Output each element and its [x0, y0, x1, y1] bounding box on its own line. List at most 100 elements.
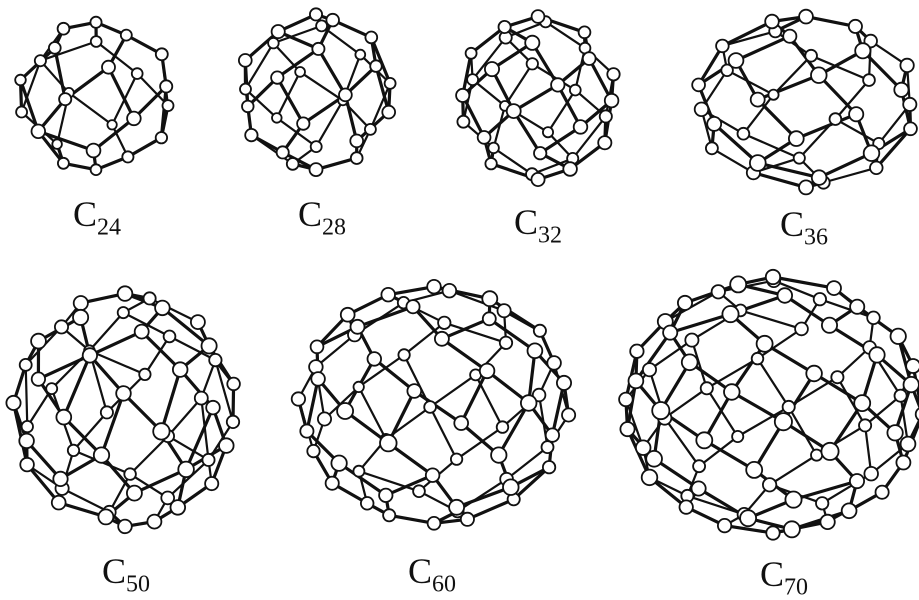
element-symbol: C — [780, 204, 804, 244]
carbon-atom — [160, 80, 172, 92]
carbon-atom — [859, 419, 871, 431]
carbon-atom — [630, 345, 643, 358]
carbon-atom — [147, 515, 161, 529]
carbon-atom — [318, 412, 331, 425]
carbon-atom — [427, 280, 441, 294]
carbon-atom — [19, 434, 34, 449]
atom-count: 70 — [784, 574, 808, 600]
carbon-atom — [906, 359, 919, 373]
carbon-atom — [607, 68, 619, 80]
carbon-atom — [751, 93, 765, 107]
carbon-atom — [406, 300, 419, 313]
carbon-atom — [685, 334, 698, 347]
carbon-atom — [531, 173, 544, 186]
carbon-atom — [461, 513, 474, 526]
carbon-atom — [478, 131, 491, 144]
carbon-atom — [775, 413, 792, 430]
carbon-atom — [381, 288, 395, 302]
carbon-atom — [202, 454, 214, 466]
element-symbol: C — [298, 194, 322, 234]
carbon-atom — [583, 52, 596, 65]
carbon-atom — [849, 107, 863, 121]
carbon-atom — [887, 425, 902, 440]
carbon-atom — [757, 336, 773, 352]
carbon-atom — [732, 431, 743, 442]
carbon-atom — [191, 315, 205, 329]
carbon-atom — [778, 288, 793, 303]
carbon-atom — [428, 517, 441, 530]
carbon-atom — [663, 326, 677, 340]
carbon-atom — [118, 520, 132, 534]
carbon-atom — [32, 372, 45, 385]
carbon-atom — [765, 15, 779, 29]
carbon-atom — [729, 53, 744, 68]
bond — [741, 310, 802, 329]
label-c50: C50 — [102, 553, 150, 589]
carbon-atom — [449, 500, 464, 515]
carbon-atom — [350, 135, 363, 148]
carbon-atom — [543, 461, 555, 473]
carbon-atom — [124, 468, 136, 480]
carbon-atom — [101, 406, 113, 418]
carbon-atom — [854, 395, 870, 411]
carbon-atom — [598, 136, 611, 149]
carbon-atom — [901, 437, 916, 452]
bond — [773, 277, 834, 288]
bond — [404, 355, 430, 407]
carbon-atom — [173, 362, 188, 377]
carbon-atom — [6, 396, 20, 410]
element-symbol: C — [408, 551, 432, 591]
bond — [300, 72, 343, 101]
carbon-atom — [310, 8, 322, 20]
carbon-atom — [812, 170, 827, 185]
bond — [753, 173, 806, 188]
carbon-atom — [816, 497, 828, 509]
carbon-atom — [316, 20, 327, 31]
carbon-atom — [547, 356, 561, 370]
carbon-atom — [52, 139, 62, 149]
carbon-atom — [652, 402, 669, 419]
carbon-atom — [869, 347, 884, 362]
bond — [835, 119, 878, 143]
carbon-atom — [789, 131, 804, 146]
carbon-atom — [164, 331, 176, 343]
carbon-atom — [49, 42, 61, 54]
carbon-atom — [413, 485, 425, 497]
carbon-atom — [822, 318, 837, 333]
carbon-atom — [195, 392, 208, 405]
carbon-atom — [850, 474, 864, 488]
carbon-atom — [707, 117, 721, 131]
carbon-atom — [155, 301, 170, 316]
carbon-atom — [467, 74, 478, 85]
carbon-atom — [870, 162, 883, 175]
carbon-atom — [407, 384, 421, 398]
carbon-atom — [542, 441, 554, 453]
carbon-atom — [532, 10, 545, 23]
carbon-atom — [746, 462, 762, 478]
carbon-atom — [451, 454, 462, 465]
carbon-atom — [127, 112, 141, 126]
bond — [40, 42, 96, 61]
carbon-atom — [116, 386, 131, 401]
carbon-atom — [579, 26, 591, 38]
carbon-atom — [821, 443, 838, 460]
carbon-atom — [132, 68, 143, 79]
carbon-atom — [557, 376, 571, 390]
carbon-atom — [551, 78, 564, 91]
bond — [727, 70, 773, 94]
carbon-atom — [712, 285, 725, 298]
carbon-atom — [22, 421, 33, 432]
carbon-atom — [692, 79, 705, 92]
carbon-atom — [74, 296, 88, 310]
carbon-atom — [311, 340, 324, 353]
carbon-atom — [16, 107, 27, 118]
carbon-atom — [766, 270, 780, 284]
fullerene-c60 — [292, 280, 576, 530]
carbon-atom — [351, 152, 363, 164]
carbon-atom — [239, 54, 252, 67]
carbon-atom — [272, 113, 282, 123]
bond — [442, 339, 487, 371]
bond — [758, 359, 789, 407]
